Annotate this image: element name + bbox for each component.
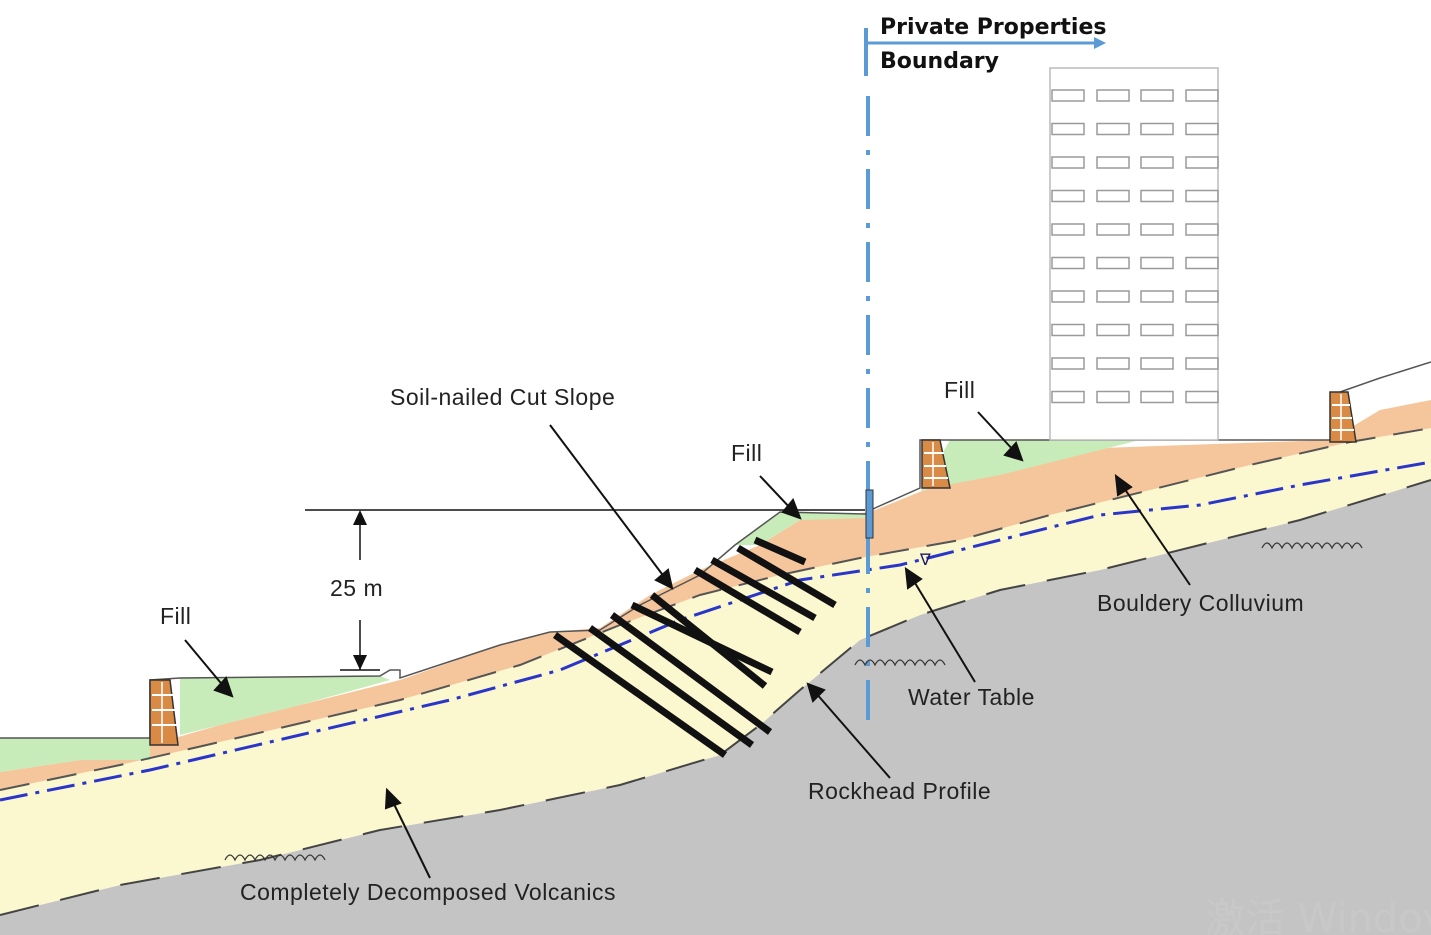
fill-left-2	[180, 676, 390, 735]
cdv-layer	[0, 428, 1431, 915]
dim-arrow-down-icon	[353, 655, 367, 670]
leader-arrows	[184, 411, 1191, 879]
building-window	[1051, 156, 1085, 169]
building-window	[1185, 89, 1219, 102]
building-window	[1096, 189, 1130, 203]
boundary-label-line2: Boundary	[880, 49, 999, 74]
building-window	[1185, 189, 1219, 203]
building-window	[1140, 189, 1174, 203]
soil-nail	[736, 544, 837, 609]
bouldery-label: Bouldery Colluvium	[1097, 590, 1304, 616]
fill-left-label: Fill	[160, 603, 191, 629]
building-window	[1140, 290, 1174, 303]
building-window	[1140, 390, 1174, 404]
building-window	[1185, 390, 1219, 404]
building-window	[1051, 89, 1085, 102]
building-window	[1185, 357, 1219, 370]
building-window	[1140, 89, 1174, 102]
rockhead-line	[0, 479, 1431, 916]
building-window	[1096, 223, 1130, 236]
building-window	[1140, 122, 1174, 136]
cdv-label: Completely Decomposed Volcanics	[240, 879, 616, 905]
building-window	[1140, 256, 1174, 270]
fill-mid	[735, 512, 865, 545]
building-window	[1051, 256, 1085, 270]
retaining-wall-mid	[921, 439, 951, 489]
building-window	[1140, 357, 1174, 370]
building-window	[1051, 223, 1085, 236]
soil-nail	[587, 625, 755, 748]
building-window	[1051, 357, 1085, 370]
property-boundary	[864, 28, 1106, 730]
building-window	[1096, 323, 1130, 337]
soil-nail	[710, 556, 817, 622]
building-window	[1185, 323, 1219, 337]
building-window	[1051, 290, 1085, 303]
building-window	[1140, 323, 1174, 337]
boundary-label-line1: Private Properties	[880, 15, 1106, 40]
building-window	[1185, 256, 1219, 270]
rock-layer	[0, 480, 1431, 935]
building-window	[1185, 122, 1219, 136]
soil-nail	[552, 632, 728, 758]
soil-nailed-label: Soil-nailed Cut Slope	[390, 384, 615, 410]
building-window	[1051, 122, 1085, 136]
building-window	[1140, 156, 1174, 169]
building-window	[1096, 390, 1130, 404]
boundary-arrow-icon	[1094, 37, 1106, 49]
water-table-symbol: ∇	[919, 550, 931, 569]
building-window	[1051, 189, 1085, 203]
colluvium-cdv-boundary	[0, 427, 1431, 791]
soil-nail	[693, 566, 802, 636]
soil-nail	[609, 612, 773, 735]
building-window	[1096, 122, 1130, 136]
building-window	[1185, 156, 1219, 169]
dim-arrow-up-icon	[353, 510, 367, 525]
building-window	[1185, 223, 1219, 236]
building-window	[1096, 256, 1130, 270]
building	[1049, 67, 1219, 441]
soil-nail	[753, 536, 807, 566]
building-window	[1096, 89, 1130, 102]
rockhead-label: Rockhead Profile	[808, 778, 991, 804]
water-table-line	[0, 460, 1431, 802]
building-window	[1140, 223, 1174, 236]
fill-top-label: Fill	[944, 377, 975, 403]
building-window	[1096, 156, 1130, 169]
retaining-wall-right	[1329, 391, 1357, 443]
building-window	[1185, 290, 1219, 303]
building-window	[1096, 357, 1130, 370]
height-label: 25 m	[330, 575, 383, 601]
watermark: 激活 Windov	[1205, 896, 1431, 935]
water-table-label: Water Table	[908, 684, 1035, 710]
building-window	[1096, 290, 1130, 303]
rock-hatch	[224, 542, 1363, 862]
colluvium-layer	[0, 400, 1431, 790]
fill-left	[0, 738, 150, 772]
building-window	[1051, 323, 1085, 337]
building-window	[1051, 390, 1085, 404]
soil-nail	[649, 592, 768, 689]
soil-nails	[552, 536, 837, 758]
fill-mid-label: Fill	[731, 440, 762, 466]
retaining-wall-left	[149, 679, 179, 746]
